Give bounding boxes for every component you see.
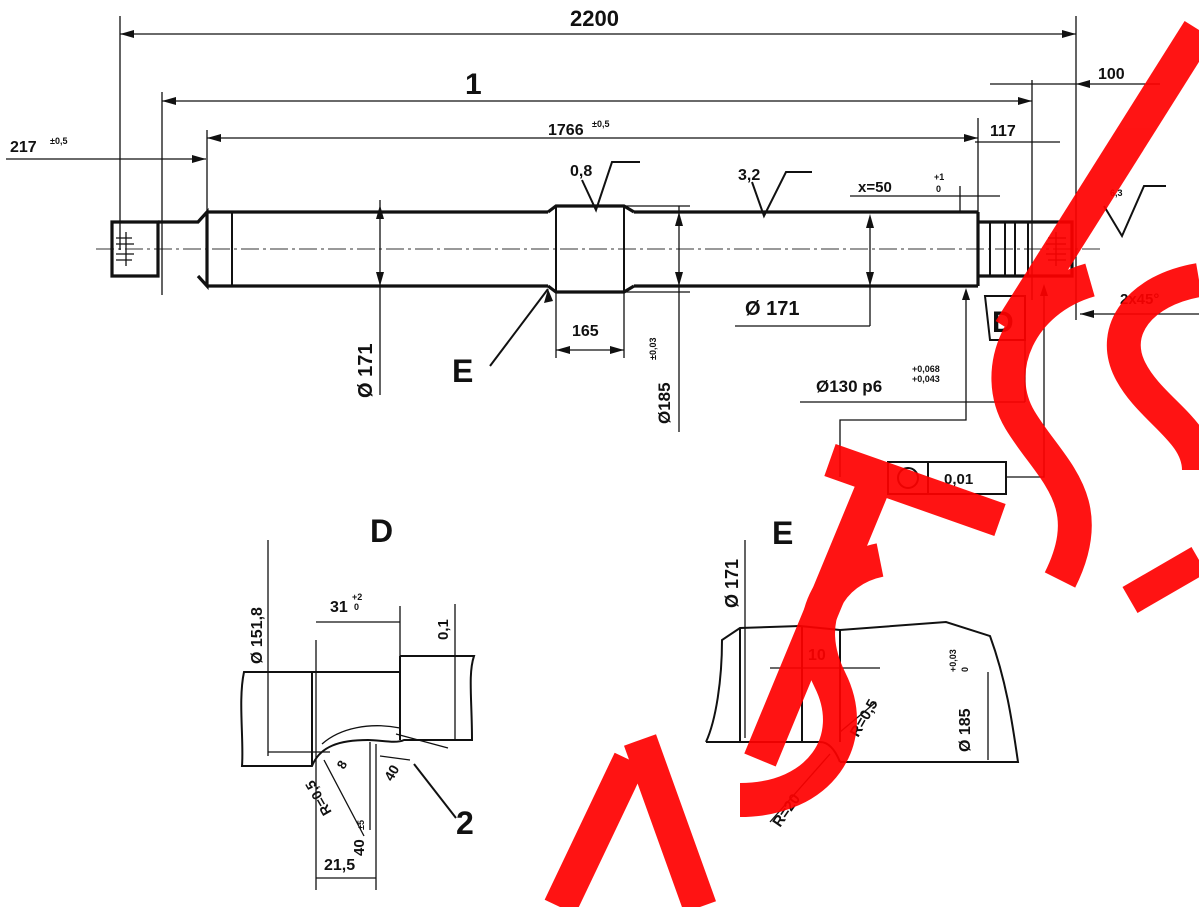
- shaft-outline: [96, 204, 1100, 294]
- dim-dia-171-left: Ø 171: [355, 344, 377, 398]
- detail-D-width: 21,5: [324, 857, 355, 874]
- detail-D-groove-tol-lower: 0: [354, 602, 359, 612]
- detail-D-depth: 0,1: [435, 619, 452, 640]
- dim-1766: 1766: [548, 122, 584, 139]
- detail-D-groove-tol-upper: +2: [352, 592, 362, 602]
- dim-dia-171-right: Ø 171: [745, 298, 799, 320]
- detail-D-title: D: [370, 513, 393, 549]
- detail-E-dia-large: Ø 185: [957, 708, 974, 752]
- watermark: [544, 20, 1199, 907]
- detail-E-dia-tol-upper: +0,03: [948, 649, 958, 672]
- detail-D-radius: R=0,5: [302, 778, 335, 819]
- dim-dia-130: Ø130 p6: [816, 377, 882, 396]
- detail-E-dia-tol-lower: 0: [960, 667, 970, 672]
- detail-E-title: E: [772, 515, 793, 551]
- detail-D-angle-a: 8: [334, 758, 351, 772]
- dim-1766-tol: ±0,5: [592, 119, 609, 129]
- dim-2200: 2200: [570, 6, 619, 31]
- dim-165: 165: [572, 323, 599, 340]
- detail-D-angle-c-tol: ±5: [356, 820, 366, 830]
- dim-x50-tol-lower: 0: [936, 184, 941, 194]
- surface-finish-symbols: [581, 161, 1166, 239]
- detail-D-groove: 31: [330, 599, 348, 616]
- surface-0-8: 0,8: [570, 163, 592, 180]
- dim-x50-tol-upper: +1: [934, 172, 944, 182]
- detail-D-angle-c: 40: [351, 839, 368, 856]
- dim-dia-185-tol: ±0,03: [648, 338, 658, 360]
- detail-D-callout: 2: [456, 805, 474, 841]
- marker-E: E: [452, 353, 473, 389]
- surface-3-2: 3,2: [738, 167, 760, 184]
- dim-217-tol: ±0,5: [50, 136, 67, 146]
- detail-D-angle-b: 40: [381, 762, 403, 784]
- detail-E-dia-small: Ø 171: [722, 559, 742, 608]
- dim-217: 217: [10, 139, 37, 156]
- detail-D-labels: D Ø 151,8 31 +2 0 0,1 8 R=0,5 40 40 ±5 2…: [249, 513, 474, 874]
- main-labels: 2200 1 100 217 ±0,5 1766 ±0,5 117 x=50 +…: [10, 6, 1159, 488]
- dim-dia-130-tol-lower: +0,043: [912, 374, 940, 384]
- dim-100: 100: [1098, 66, 1125, 83]
- dim-dia-185: Ø185: [655, 382, 674, 424]
- dim-117: 117: [990, 123, 1016, 140]
- detail-D-dia: Ø 151,8: [249, 607, 266, 664]
- part-1-label: 1: [465, 68, 482, 101]
- arrows: [120, 30, 1094, 354]
- tolerance-value: 0,01: [944, 471, 973, 488]
- detail-D: [240, 540, 476, 890]
- dim-x50: x=50: [858, 179, 892, 196]
- dim-dia-130-tol-upper: +0,068: [912, 364, 940, 374]
